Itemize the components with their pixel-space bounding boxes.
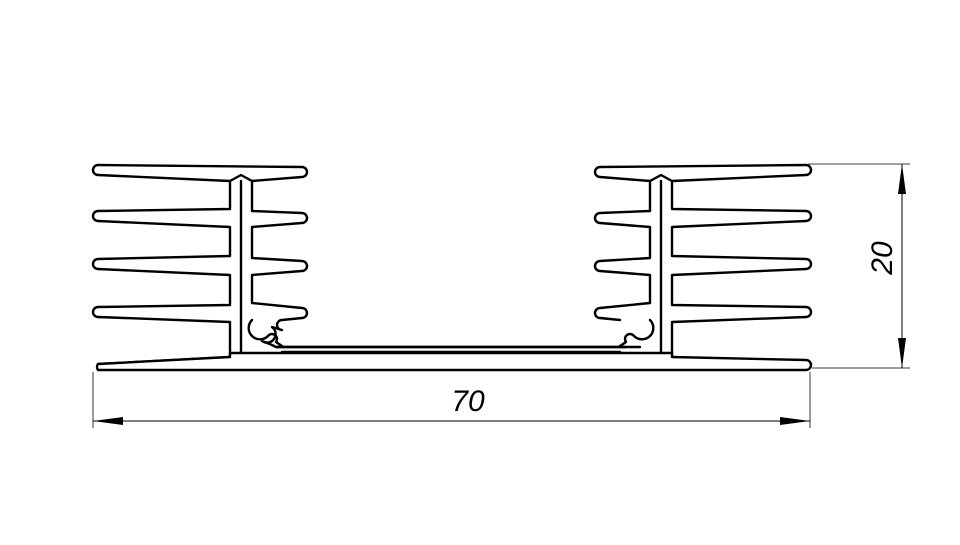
left-spine	[228, 173, 254, 356]
width-arrow-right	[780, 417, 810, 425]
right-clip-hook	[618, 318, 655, 348]
base-plate-outline	[95, 351, 813, 372]
channel-floor	[274, 345, 628, 354]
right-spine	[648, 173, 674, 356]
width-dimension-label: 70	[451, 385, 485, 418]
height-arrow-top	[898, 164, 906, 194]
height-dimension: 20	[808, 163, 910, 369]
right-fin-block	[593, 163, 813, 366]
height-dimension-label: 20	[866, 241, 899, 276]
height-arrow-bottom	[898, 338, 906, 368]
left-clip-hook	[247, 318, 284, 348]
width-dimension: 70	[92, 372, 811, 428]
right-fin-outline	[593, 163, 813, 366]
left-fin-outline	[91, 163, 642, 366]
width-arrow-left	[93, 417, 123, 425]
base-plate	[95, 345, 813, 372]
left-fin-block	[91, 163, 642, 366]
